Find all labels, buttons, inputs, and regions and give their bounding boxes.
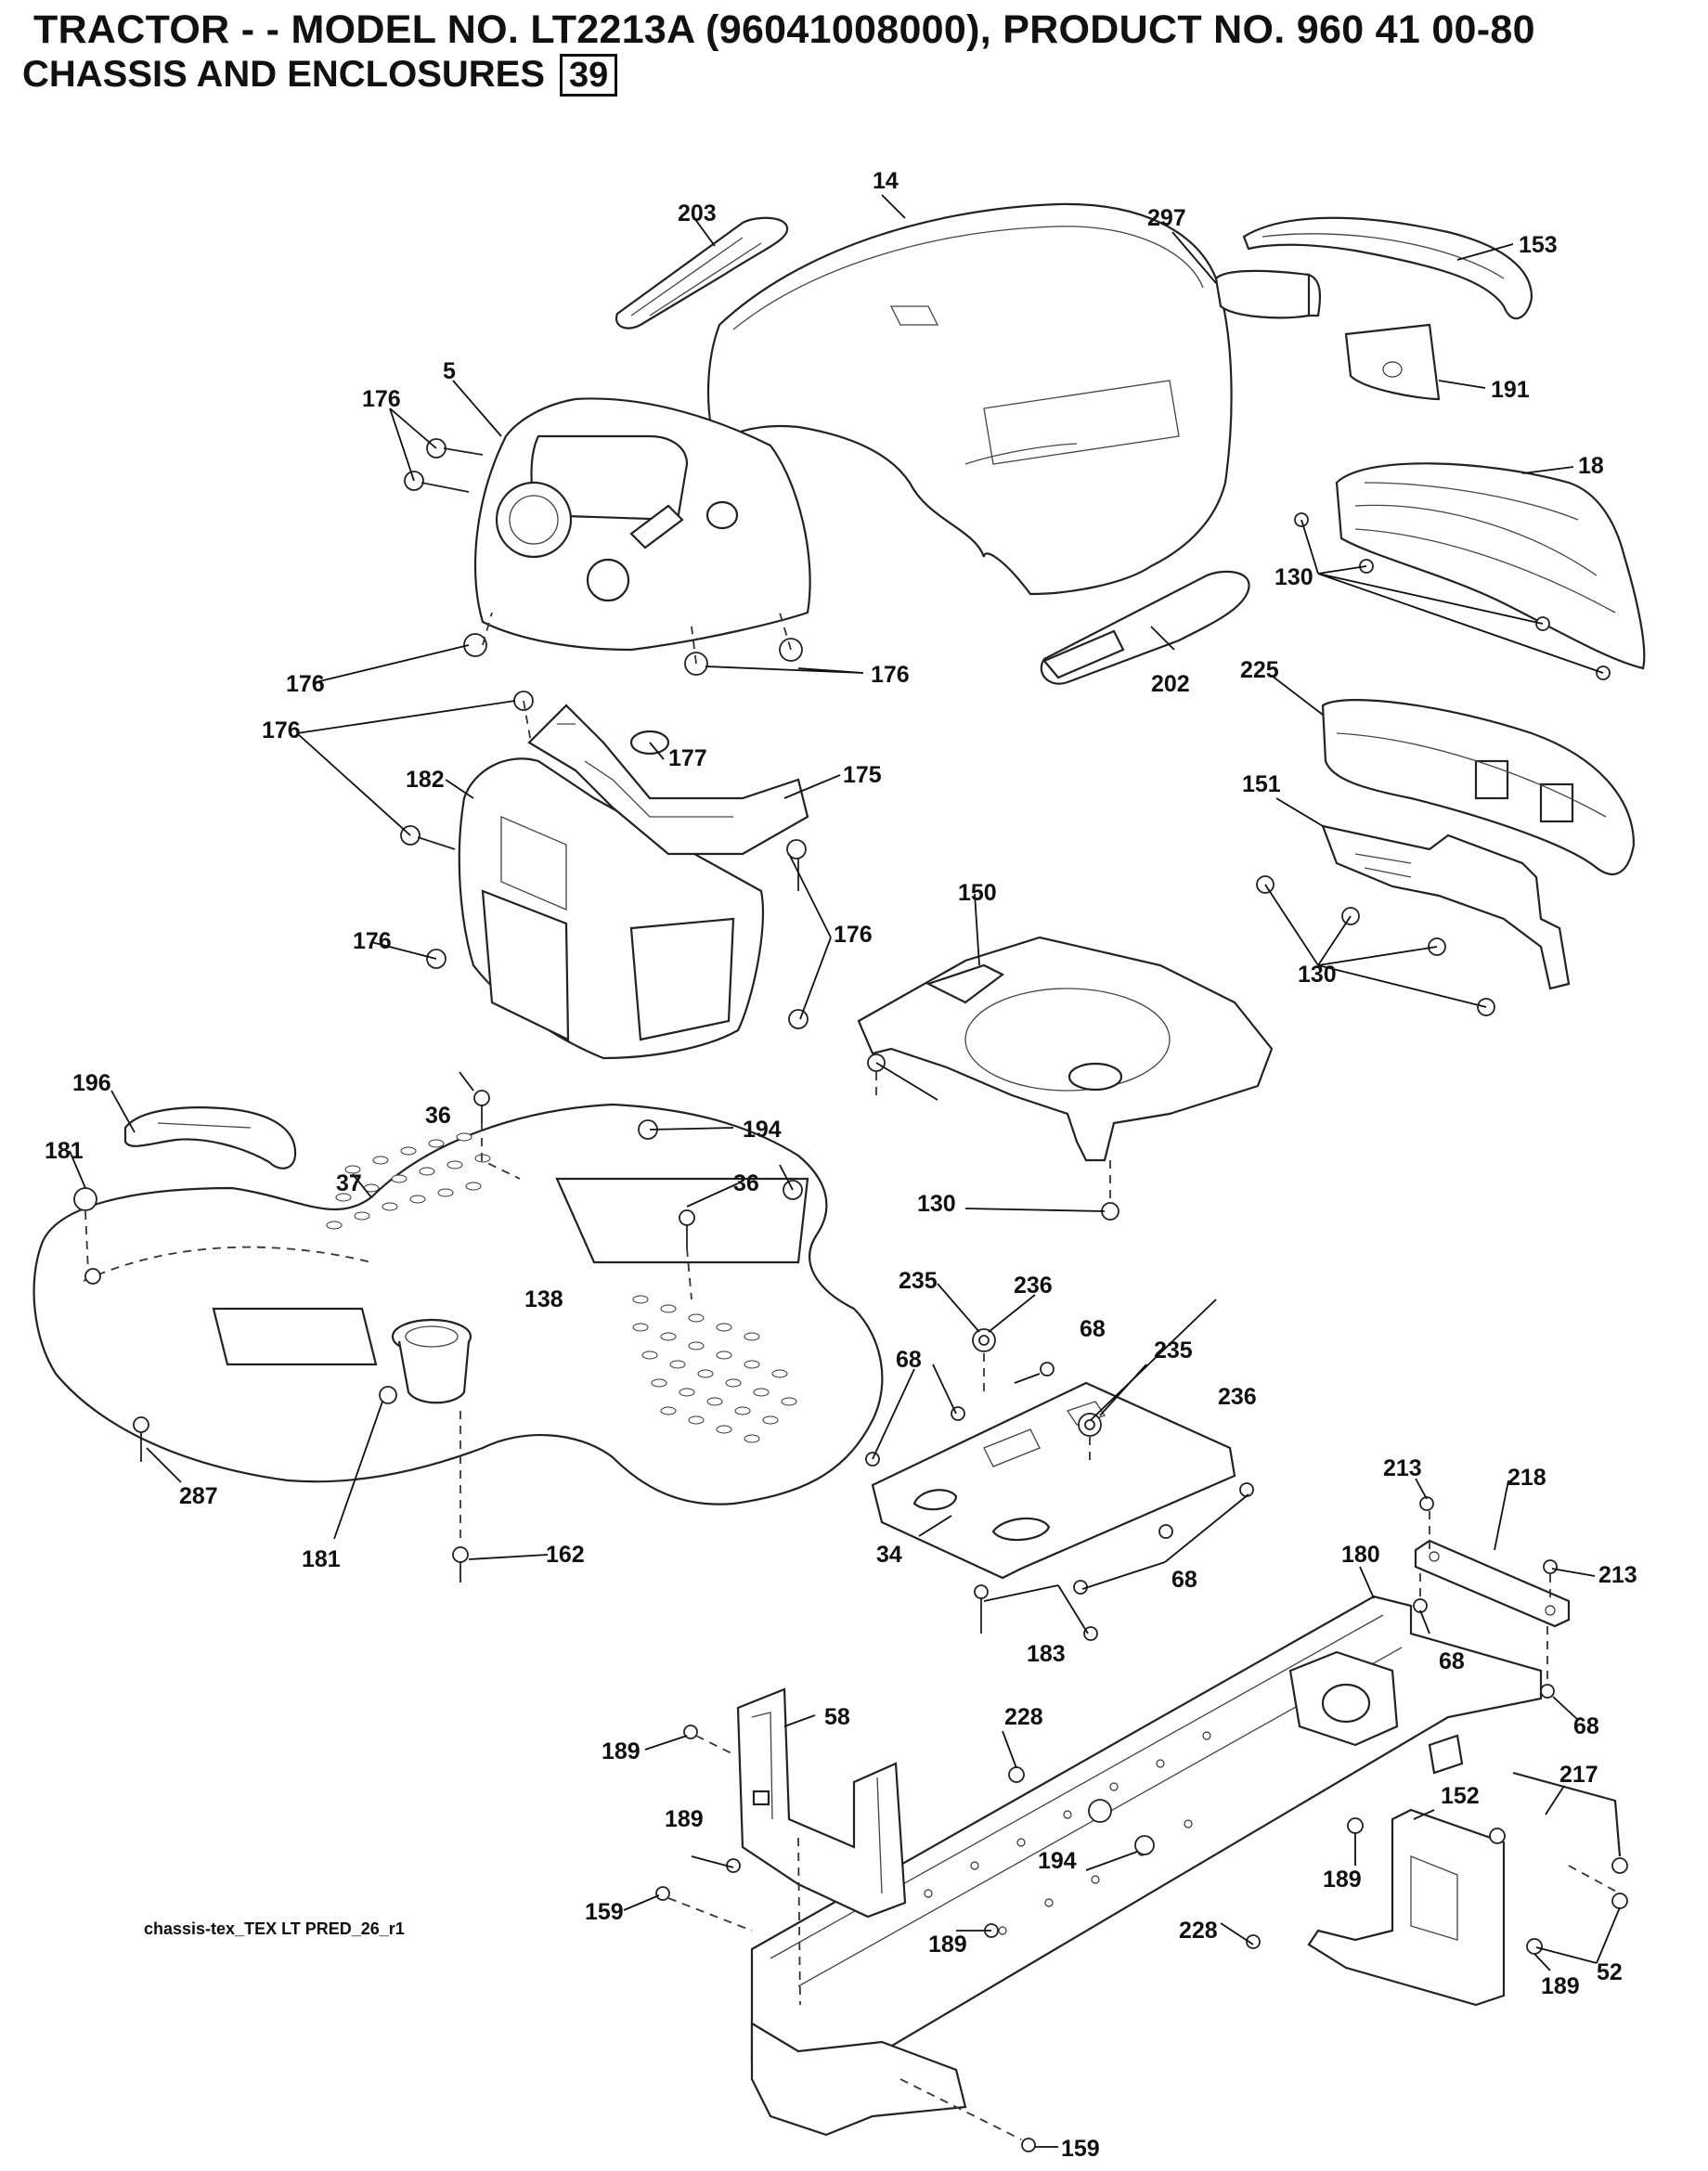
callout-176: 176: [834, 922, 873, 948]
callout-181: 181: [302, 1546, 341, 1572]
part-headlight-reflector: [1344, 323, 1441, 401]
callout-130: 130: [1298, 962, 1337, 988]
callout-228: 228: [1179, 1918, 1218, 1944]
part-fender: [32, 1103, 884, 1505]
callout-68: 68: [1171, 1567, 1197, 1593]
callout-5: 5: [443, 358, 456, 384]
callout-labels: 14 203 297 153 191 5 176 18 130 176 176 …: [45, 168, 1637, 2162]
callout-236: 236: [1218, 1384, 1257, 1410]
callout-287: 287: [179, 1483, 218, 1509]
callout-177: 177: [668, 745, 707, 771]
callout-162: 162: [546, 1542, 585, 1568]
callout-189: 189: [928, 1932, 967, 1958]
callout-18: 18: [1578, 453, 1604, 479]
callout-218: 218: [1507, 1465, 1546, 1491]
part-seat-pan: [871, 1381, 1236, 1580]
diagram-title: TRACTOR - - MODEL NO. LT2213A (960410080…: [33, 7, 1535, 52]
callout-130: 130: [917, 1191, 956, 1217]
callout-194: 194: [743, 1117, 782, 1143]
callout-159: 159: [585, 1899, 624, 1925]
part-hood-top-strip: [1242, 216, 1533, 320]
part-hood-trim-left: [615, 216, 789, 330]
callout-213: 213: [1598, 1562, 1637, 1588]
callout-180: 180: [1341, 1542, 1380, 1568]
callout-202: 202: [1151, 671, 1190, 697]
assembly-lines: [84, 612, 1621, 2140]
part-rear-shield: [1307, 1808, 1506, 2007]
callout-58: 58: [824, 1704, 850, 1730]
callout-183: 183: [1027, 1641, 1066, 1667]
callout-68: 68: [1573, 1713, 1599, 1739]
callout-152: 152: [1441, 1783, 1480, 1809]
callout-189: 189: [1323, 1867, 1362, 1893]
section-name: CHASSIS AND ENCLOSURES: [22, 54, 546, 95]
part-front-bumper: [1321, 699, 1636, 875]
callout-213: 213: [1383, 1455, 1422, 1481]
callout-37: 37: [336, 1170, 362, 1196]
callout-153: 153: [1519, 232, 1558, 258]
reference-code: chassis-tex_TEX LT PRED_26_r1: [144, 1919, 405, 1938]
callout-176: 176: [353, 928, 392, 954]
part-battery-tray: [857, 936, 1274, 1162]
callout-236: 236: [1014, 1273, 1053, 1299]
callout-68: 68: [896, 1347, 922, 1373]
callout-203: 203: [678, 200, 717, 226]
part-headlight-block: [1214, 269, 1322, 319]
part-grille: [1335, 462, 1646, 670]
callout-68: 68: [1439, 1648, 1465, 1674]
part-fuel-bushing: [391, 1318, 472, 1404]
part-tower-mount-bracket: [527, 704, 809, 856]
callout-175: 175: [843, 762, 882, 788]
callout-159: 159: [1061, 2136, 1100, 2162]
part-axle-mount: [736, 1687, 907, 1919]
part-fender-bracket: [123, 1106, 297, 1169]
callout-176: 176: [262, 717, 301, 743]
callout-36: 36: [733, 1170, 759, 1196]
callout-130: 130: [1275, 564, 1313, 590]
part-dash-tower: [458, 757, 765, 1060]
callout-225: 225: [1240, 657, 1279, 683]
callout-182: 182: [406, 767, 445, 793]
callout-235: 235: [1154, 1337, 1193, 1363]
section-title: CHASSIS AND ENCLOSURES 39: [22, 54, 618, 97]
callout-176: 176: [286, 671, 325, 697]
page-number-box: 39: [560, 54, 618, 97]
callout-150: 150: [958, 880, 997, 906]
callout-194: 194: [1038, 1848, 1077, 1874]
callout-189: 189: [1541, 1973, 1580, 1999]
part-hood: [706, 202, 1233, 596]
callout-297: 297: [1147, 205, 1186, 231]
callout-68: 68: [1080, 1316, 1106, 1342]
callout-189: 189: [602, 1738, 640, 1764]
callout-189: 189: [665, 1806, 704, 1832]
callout-228: 228: [1004, 1704, 1043, 1730]
callout-196: 196: [72, 1070, 111, 1096]
part-rear-plate: [1414, 1539, 1571, 1628]
callout-34: 34: [876, 1542, 902, 1568]
callout-138: 138: [524, 1286, 563, 1312]
callout-52: 52: [1597, 1959, 1623, 1985]
callout-176: 176: [871, 662, 910, 688]
callout-181: 181: [45, 1138, 84, 1164]
callout-217: 217: [1559, 1762, 1598, 1788]
part-dash-panel: [473, 397, 811, 652]
callout-235: 235: [899, 1268, 938, 1294]
part-hood-trim-right: [1040, 570, 1250, 685]
callout-191: 191: [1491, 377, 1530, 403]
part-brace-rod: [1512, 1771, 1622, 1857]
callout-36: 36: [425, 1103, 451, 1129]
callout-151: 151: [1242, 771, 1281, 797]
callout-14: 14: [873, 168, 899, 194]
callout-176: 176: [362, 386, 401, 412]
leader-lines: [69, 194, 1621, 2148]
part-front-bracket: [1321, 824, 1571, 990]
